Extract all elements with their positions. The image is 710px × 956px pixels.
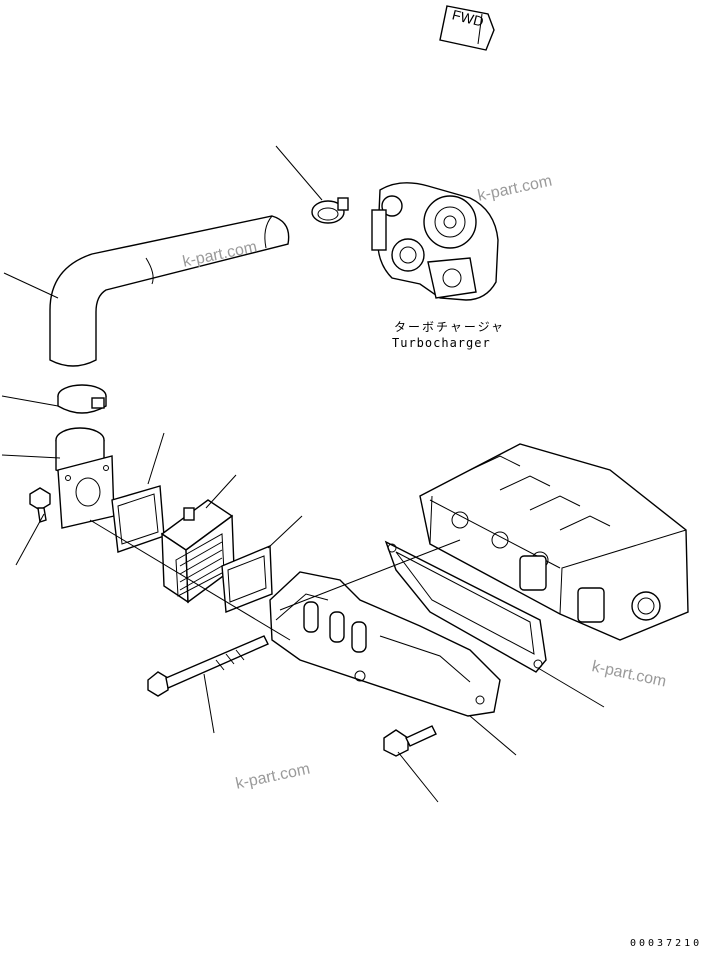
- hose-clamp-mid: [57, 384, 107, 414]
- turbocharger-label-jp: ターボチャージャ: [394, 320, 506, 334]
- leader-line: [1, 454, 61, 459]
- leader-line: [537, 667, 605, 708]
- leader-line: [1, 395, 59, 407]
- leader-line: [469, 715, 517, 756]
- flange-bolt-part: [383, 725, 437, 757]
- leader-line: [147, 432, 165, 485]
- manifold-gasket-part: [384, 540, 547, 673]
- leader-line: [205, 474, 237, 509]
- drawing-number: 00037210: [630, 938, 703, 949]
- small-bolt-part: [29, 487, 51, 523]
- assembly-centerline: [279, 539, 461, 611]
- turbocharger-part: [371, 182, 499, 301]
- cylinder-head-part: [419, 443, 689, 641]
- leader-line: [3, 272, 59, 299]
- turbocharger-label-en: Turbocharger: [392, 336, 491, 350]
- assembly-centerline: [89, 519, 291, 641]
- leader-line: [275, 145, 323, 201]
- fwd-arrow-icon: [439, 5, 495, 51]
- hose-clamp-top: [311, 197, 349, 224]
- air-connector-part: [55, 427, 115, 529]
- intake-manifold-part: [269, 571, 501, 717]
- leader-line: [397, 751, 439, 803]
- leader-line: [15, 513, 45, 566]
- gasket-part: [221, 544, 273, 613]
- leader-line: [203, 673, 215, 734]
- air-hose-part: [49, 215, 290, 367]
- leader-line: [267, 515, 303, 549]
- gasket-part: [111, 485, 165, 553]
- long-bolt-part: [147, 635, 269, 697]
